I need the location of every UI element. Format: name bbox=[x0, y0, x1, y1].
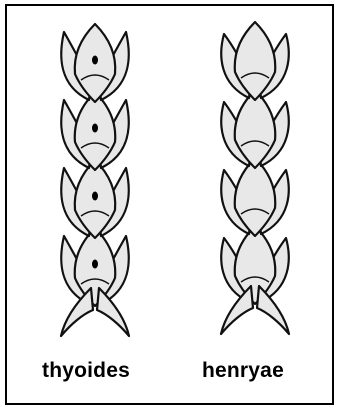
resin-gland bbox=[92, 56, 98, 65]
label-henryae: henryae bbox=[202, 359, 284, 383]
resin-gland bbox=[92, 260, 98, 269]
label-thyoides: thyoides bbox=[42, 359, 130, 383]
resin-gland bbox=[92, 192, 98, 201]
resin-gland bbox=[92, 124, 98, 133]
